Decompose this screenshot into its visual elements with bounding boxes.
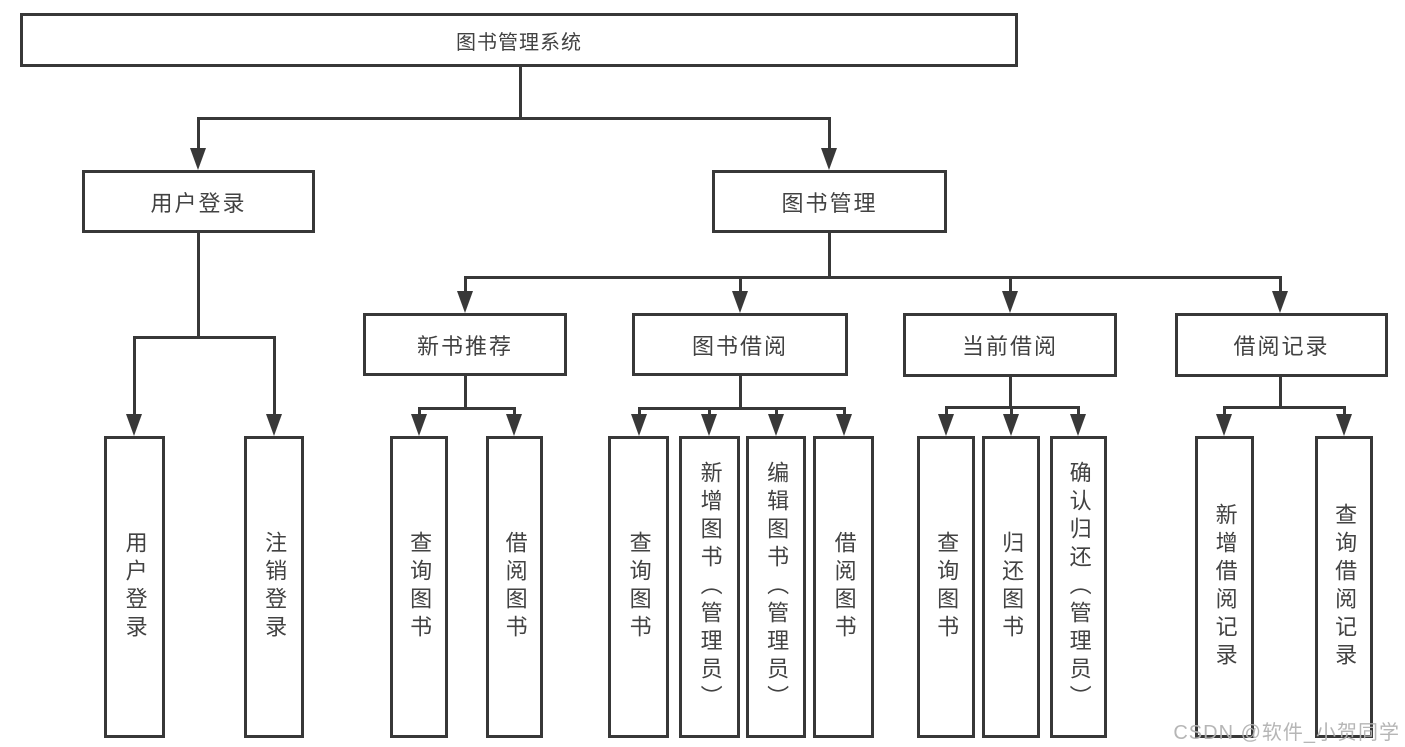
connector-line [273, 337, 276, 416]
arrowhead-down-icon [821, 148, 837, 170]
connector-line [464, 277, 467, 293]
connector-line [197, 117, 831, 120]
leaf-label: 新增图书（管理员） [697, 461, 723, 713]
connector-line [197, 233, 200, 337]
leaf-query-borrow-record: 查询借阅记录 [1315, 436, 1373, 738]
node-book-management: 图书管理 [712, 170, 947, 233]
connector-line [1279, 277, 1282, 293]
connector-line [197, 118, 200, 150]
arrowhead-down-icon [1002, 291, 1018, 313]
connector-line [945, 406, 1080, 409]
node-new-book-recommend: 新书推荐 [363, 313, 567, 376]
node-label: 当前借阅 [961, 334, 1058, 359]
connector-line [519, 67, 522, 118]
connector-line [133, 337, 136, 416]
node-book-borrow: 图书借阅 [632, 313, 848, 376]
node-label: 图书管理 [781, 190, 878, 216]
node-label: 图书借阅 [691, 333, 788, 359]
connector-line [828, 233, 831, 277]
leaf-query-books-recommend: 查询图书 [390, 436, 448, 738]
leaf-borrow-books-borrow: 借阅图书 [813, 436, 874, 738]
node-label: 借阅记录 [1233, 334, 1330, 359]
node-library-system: 图书管理系统 [20, 13, 1018, 67]
arrowhead-down-icon [1216, 414, 1232, 436]
arrowhead-down-icon [190, 148, 206, 170]
arrowhead-down-icon [701, 414, 717, 436]
arrowhead-down-icon [266, 414, 282, 436]
leaf-label: 借阅图书 [831, 531, 857, 643]
connector-line [418, 407, 516, 410]
connector-line [843, 408, 846, 416]
leaf-confirm-return-admin: 确认归还（管理员） [1050, 436, 1107, 738]
leaf-query-books-borrow: 查询图书 [608, 436, 669, 738]
arrowhead-down-icon [1272, 291, 1288, 313]
connector-line [1009, 277, 1012, 293]
arrowhead-down-icon [1070, 414, 1086, 436]
node-label: 新书推荐 [416, 333, 513, 359]
leaf-label: 确认归还（管理员） [1066, 461, 1092, 713]
arrowhead-down-icon [938, 414, 954, 436]
leaf-label: 查询图书 [934, 531, 960, 643]
connector-line [1077, 407, 1080, 416]
connector-line [1279, 377, 1282, 407]
leaf-label: 查询借阅记录 [1332, 503, 1358, 671]
arrowhead-down-icon [126, 414, 142, 436]
arrowhead-down-icon [836, 414, 852, 436]
arrowhead-down-icon [1336, 414, 1352, 436]
leaf-label: 查询图书 [407, 531, 433, 643]
connector-line [708, 408, 711, 416]
connector-line [775, 408, 778, 416]
leaf-add-borrow-record: 新增借阅记录 [1195, 436, 1254, 738]
watermark: CSDN @软件_小贺同学 [1173, 722, 1400, 744]
leaf-label: 编辑图书（管理员） [764, 461, 790, 713]
connector-line [638, 407, 846, 410]
leaf-query-books-current: 查询图书 [917, 436, 975, 738]
connector-line [739, 277, 742, 293]
connector-line [464, 376, 467, 408]
connector-line [133, 336, 276, 339]
leaf-user-login: 用户登录 [104, 436, 165, 738]
node-user-login: 用户登录 [82, 170, 315, 233]
leaf-add-book-admin: 新增图书（管理员） [679, 436, 740, 738]
connector-line [1343, 407, 1346, 416]
connector-line [1223, 406, 1346, 409]
leaf-logout: 注销登录 [244, 436, 304, 738]
leaf-label: 归还图书 [999, 531, 1025, 643]
leaf-return-books: 归还图书 [982, 436, 1040, 738]
arrowhead-down-icon [1003, 414, 1019, 436]
leaf-edit-book-admin: 编辑图书（管理员） [746, 436, 806, 738]
node-current-borrow: 当前借阅 [903, 313, 1117, 377]
leaf-label: 查询图书 [626, 531, 652, 643]
node-borrow-records: 借阅记录 [1175, 313, 1388, 377]
leaf-label: 用户登录 [122, 531, 148, 643]
connector-line [828, 118, 831, 150]
connector-line [464, 276, 1282, 279]
leaf-label: 新增借阅记录 [1212, 503, 1238, 671]
connector-line [945, 407, 948, 416]
leaf-borrow-books-recommend: 借阅图书 [486, 436, 543, 738]
arrowhead-down-icon [457, 291, 473, 313]
connector-line [739, 376, 742, 408]
connector-line [513, 408, 516, 416]
leaf-label: 注销登录 [262, 531, 288, 643]
connector-line [1009, 377, 1012, 407]
connector-line [1010, 407, 1013, 416]
connector-line [1223, 407, 1226, 416]
arrowhead-down-icon [411, 414, 427, 436]
node-label: 图书管理系统 [456, 31, 582, 54]
connector-line [418, 408, 421, 416]
arrowhead-down-icon [631, 414, 647, 436]
arrowhead-down-icon [732, 291, 748, 313]
connector-line [638, 408, 641, 416]
arrowhead-down-icon [768, 414, 784, 436]
node-label: 用户登录 [150, 190, 247, 216]
leaf-label: 借阅图书 [502, 531, 528, 643]
arrowhead-down-icon [506, 414, 522, 436]
